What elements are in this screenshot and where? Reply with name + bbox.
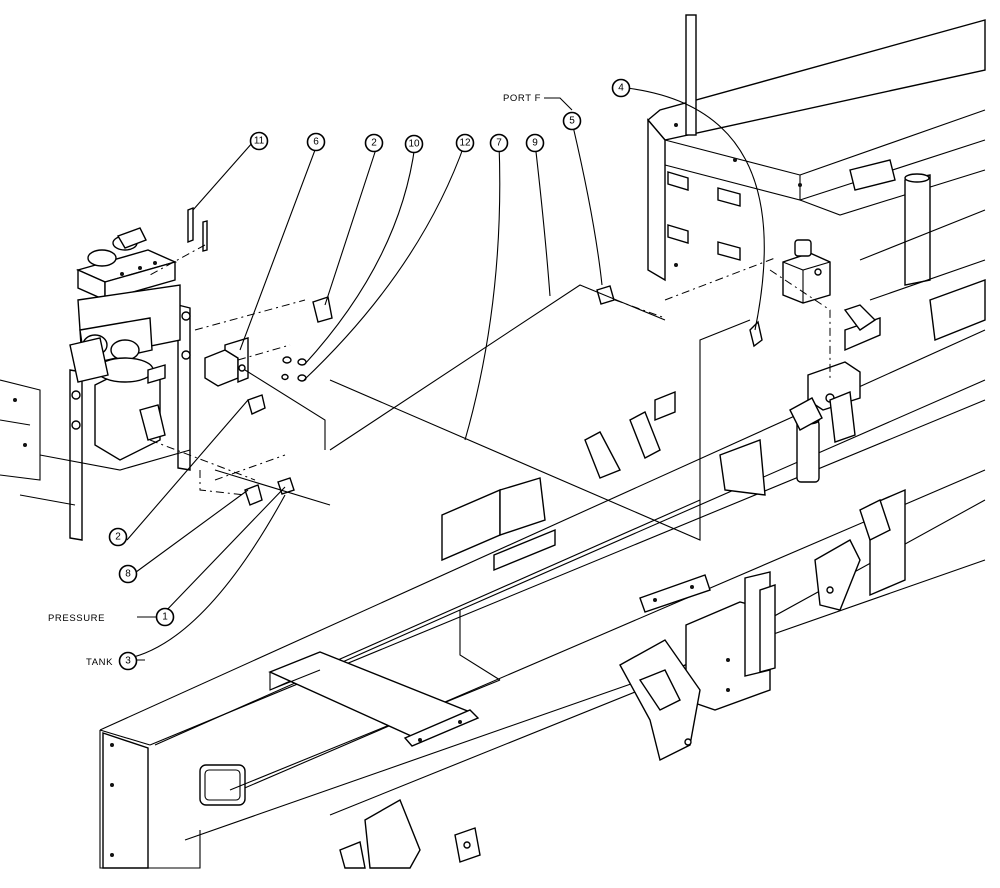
callout-7: 7 bbox=[489, 133, 509, 153]
callout-1-number: 1 bbox=[162, 612, 168, 623]
callout-1: 1 bbox=[155, 607, 175, 627]
callout-2-upper-number: 2 bbox=[371, 138, 377, 149]
callout-4: 4 bbox=[611, 78, 631, 98]
callout-9-number: 9 bbox=[532, 138, 538, 149]
callout-12: 12 bbox=[455, 133, 475, 153]
callout-2-lower: 2 bbox=[108, 527, 128, 547]
tank-label: TANK bbox=[86, 657, 113, 668]
callout-5: 5 bbox=[562, 111, 582, 131]
callout-3: 3 bbox=[118, 651, 138, 671]
left-valve-assembly bbox=[0, 206, 831, 541]
callout-2-upper: 2 bbox=[364, 133, 384, 153]
callout-7-number: 7 bbox=[496, 138, 502, 149]
callout-8-number: 8 bbox=[125, 569, 131, 580]
callout-10: 10 bbox=[404, 134, 424, 154]
callout-11: 11 bbox=[249, 131, 269, 151]
callout-4-number: 4 bbox=[618, 83, 624, 94]
callout-11-number: 11 bbox=[254, 136, 265, 147]
callout-2-lower-number: 2 bbox=[115, 532, 121, 543]
callout-6-number: 6 bbox=[313, 137, 319, 148]
pressure-label: PRESSURE bbox=[48, 613, 105, 624]
callout-6: 6 bbox=[306, 132, 326, 152]
callout-3-number: 3 bbox=[125, 656, 131, 667]
callout-9: 9 bbox=[525, 133, 545, 153]
callout-8: 8 bbox=[118, 564, 138, 584]
callout-5-number: 5 bbox=[569, 116, 575, 127]
callout-10-number: 10 bbox=[408, 139, 420, 150]
port-f-label: PORT F bbox=[503, 93, 541, 104]
chassis-frame bbox=[99, 304, 986, 869]
upper-right-housing bbox=[647, 14, 986, 483]
callout-12-number: 12 bbox=[459, 138, 471, 149]
